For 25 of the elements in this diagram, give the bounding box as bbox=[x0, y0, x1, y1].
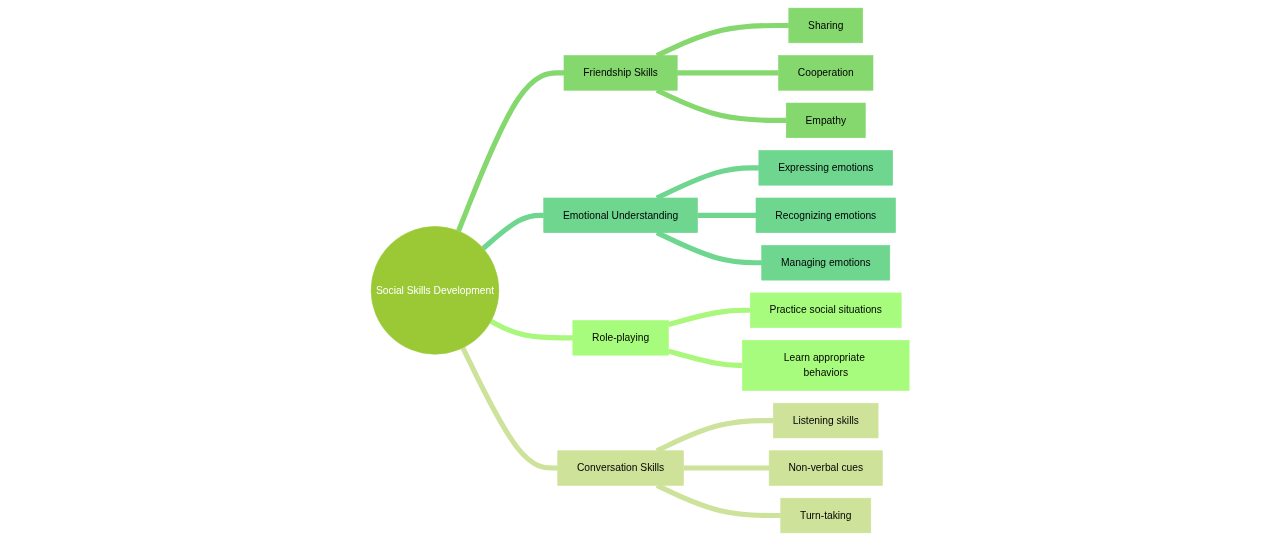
node-box: Friendship Skills bbox=[563, 55, 678, 91]
node-box: Managing emotions bbox=[761, 245, 890, 281]
node-box: Cooperation bbox=[778, 55, 874, 91]
connector bbox=[683, 465, 769, 471]
node-box: Learn appropriate behaviors bbox=[741, 340, 910, 391]
connector bbox=[697, 212, 756, 218]
node-box: Role-playing bbox=[572, 320, 669, 356]
node-box: Emotional Understanding bbox=[543, 197, 698, 233]
node-box: Sharing bbox=[788, 7, 863, 44]
node-box: Practice social situations bbox=[749, 292, 902, 328]
connector bbox=[460, 346, 558, 471]
node-box: Non-verbal cues bbox=[768, 450, 883, 486]
connector bbox=[481, 212, 544, 251]
node-box: Listening skills bbox=[772, 402, 879, 439]
connector bbox=[667, 348, 743, 368]
connector bbox=[677, 70, 779, 76]
node-box: Turn-taking bbox=[780, 497, 871, 534]
connector bbox=[489, 318, 573, 341]
connector bbox=[456, 70, 564, 232]
node-box: Conversation Skills bbox=[557, 450, 684, 486]
connector bbox=[667, 307, 751, 328]
node-box: Empathy bbox=[785, 102, 866, 139]
node-box: Expressing emotions bbox=[758, 150, 893, 186]
node-box: Recognizing emotions bbox=[755, 197, 896, 233]
node-circle: Social Skills Development bbox=[370, 226, 499, 355]
